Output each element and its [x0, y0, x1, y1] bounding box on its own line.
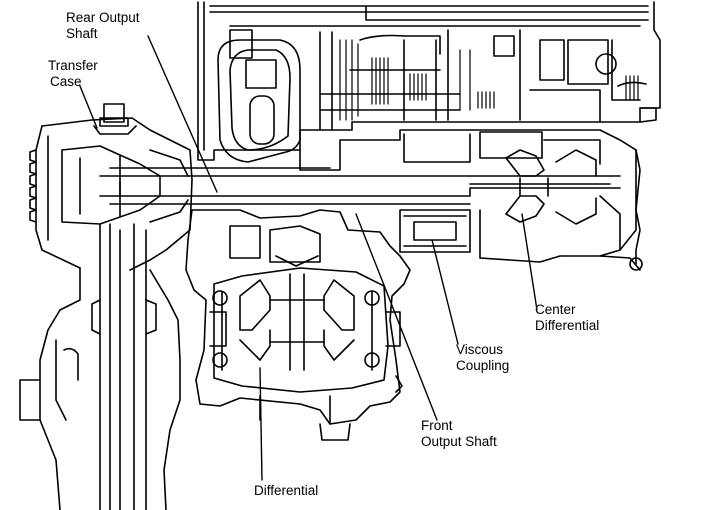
leader-differential: [259, 367, 263, 481]
label-viscous-coupling: Viscous Coupling: [456, 342, 509, 374]
front-differential-housing: [185, 209, 411, 441]
transmission-housing: [197, 1, 661, 163]
label-rear-output-shaft: Rear Output Shaft: [66, 10, 140, 42]
leader-center-differential: [521, 213, 538, 311]
label-transfer-case: Transfer Case: [48, 58, 98, 90]
leader-rear-output-shaft: [147, 35, 218, 193]
label-front-output-shaft-line2: Output Shaft: [421, 434, 497, 449]
label-center-differential: Center Differential: [535, 302, 599, 334]
leader-viscous-coupling: [431, 239, 459, 345]
label-viscous-coupling-line1: Viscous: [456, 342, 504, 357]
label-front-output-shaft: Front Output Shaft: [421, 418, 497, 450]
label-rear-output-shaft-line2: Shaft: [66, 26, 98, 41]
label-viscous-coupling-line2: Coupling: [456, 358, 510, 373]
leader-front-output-shaft: [355, 213, 438, 421]
leader-lines: [79, 35, 538, 481]
label-center-differential-line1: Center: [535, 302, 576, 317]
label-transfer-case-line2: Case: [50, 74, 82, 89]
leader-transfer-case: [79, 85, 98, 129]
main-shaft-assembly: [99, 129, 643, 271]
label-rear-output-shaft-line1: Rear Output: [66, 10, 140, 25]
label-center-differential-line2: Differential: [535, 318, 600, 333]
label-differential: Differential: [254, 483, 318, 499]
case-outline-right: [635, 107, 657, 265]
label-differential-line1: Differential: [254, 483, 319, 498]
transfer-case-housing: [19, 103, 193, 510]
label-front-output-shaft-line1: Front: [421, 418, 453, 433]
label-transfer-case-line1: Transfer: [48, 58, 98, 73]
